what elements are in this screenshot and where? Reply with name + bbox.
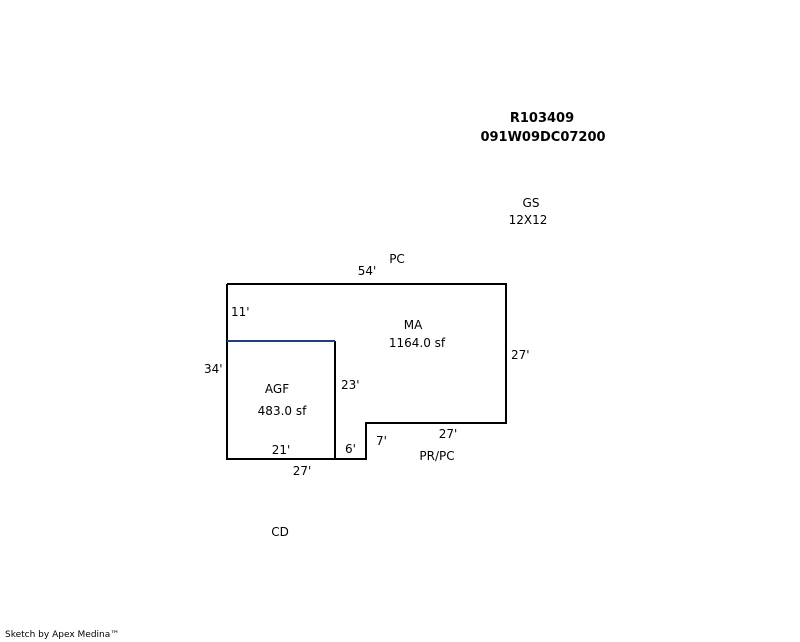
dim-step-vertical: 7' (376, 434, 387, 448)
dim-garage-right: 23' (341, 378, 360, 392)
dim-left-total: 34' (204, 362, 223, 376)
main-area-sqft: 1164.0 sf (388, 336, 446, 350)
main-area-code: MA (403, 318, 423, 332)
dim-top: 54' (357, 264, 377, 278)
account-id: R103409 (509, 111, 575, 126)
porch-bottom-code: PR/PC (419, 449, 455, 463)
garage-shed-code: GS (522, 196, 540, 210)
map-number: 091W09DC07200 (480, 130, 606, 145)
dim-right: 27' (511, 348, 530, 362)
dim-garage-bottom: 21' (271, 443, 291, 457)
sketch-credit: Sketch by Apex Medina™ (5, 630, 120, 640)
garage-shed-size: 12X12 (508, 213, 548, 227)
cd-code: CD (271, 525, 289, 539)
dim-bottom-right: 27' (438, 427, 458, 441)
garage-area-sqft: 483.0 sf (257, 404, 307, 418)
dim-bottom-left: 27' (292, 464, 312, 478)
porch-top-code: PC (389, 252, 405, 266)
dim-left-upper: 11' (231, 305, 250, 319)
garage-area-code: AGF (264, 382, 290, 396)
main-building-outline (226, 283, 507, 460)
dim-step-small: 6' (345, 442, 356, 456)
